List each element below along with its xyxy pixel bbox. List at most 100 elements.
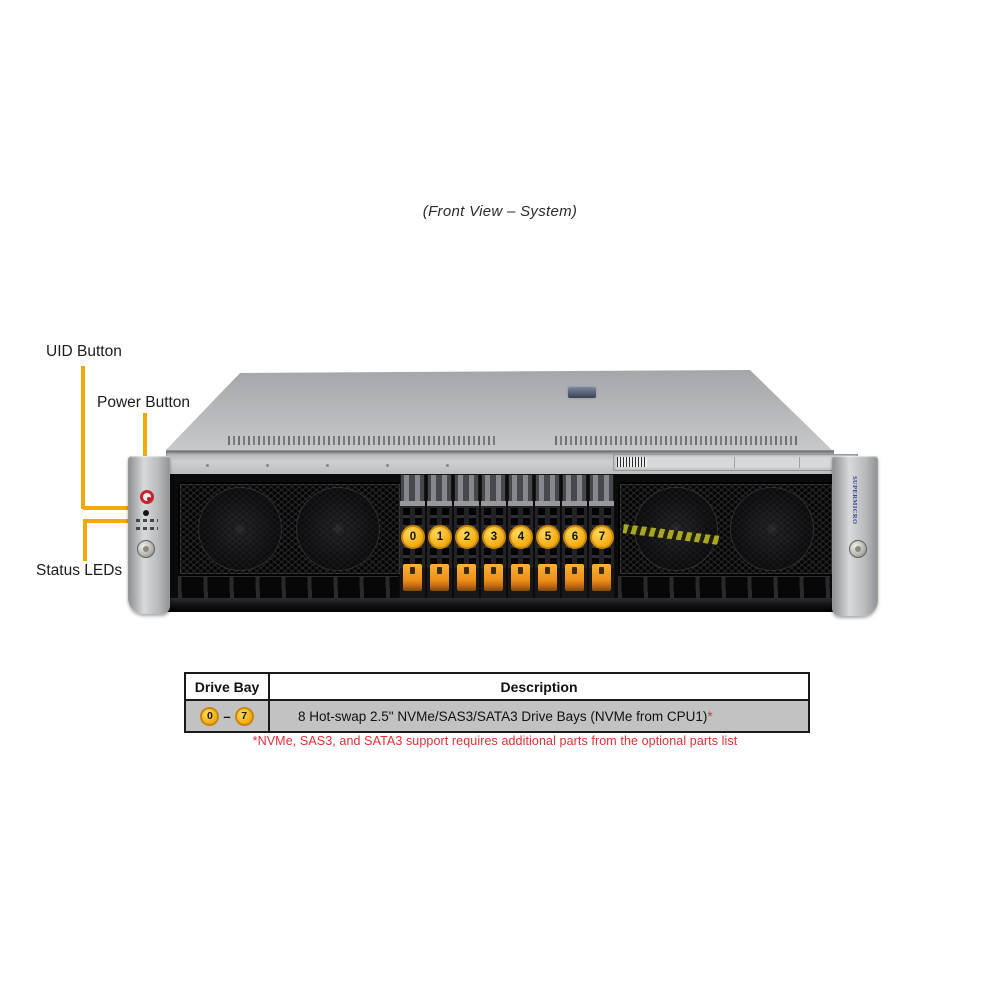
bezel-screw bbox=[446, 464, 449, 467]
bezel-screw bbox=[266, 464, 269, 467]
top-vent-row-right bbox=[555, 436, 800, 445]
drive-tray-latch bbox=[565, 564, 584, 591]
drive-tray-latch bbox=[511, 564, 530, 591]
bezel-screw bbox=[386, 464, 389, 467]
drive-tray: 7 bbox=[589, 474, 614, 600]
callout-line-status-vertical bbox=[83, 519, 87, 561]
drive-tray-handle bbox=[482, 475, 505, 501]
range-dash: – bbox=[223, 708, 231, 724]
front-bezel-band bbox=[166, 450, 858, 477]
drive-tray-handle bbox=[428, 475, 451, 501]
latch-keyhole bbox=[410, 567, 415, 574]
brand-name-vertical: SUPERMICRO bbox=[851, 476, 858, 525]
drive-tray-latch bbox=[484, 564, 503, 591]
power-button bbox=[140, 490, 154, 504]
fan-hub bbox=[231, 520, 249, 538]
drive-tray-latch bbox=[538, 564, 557, 591]
drive-tray: 3 bbox=[481, 474, 506, 600]
figure-title: (Front View – System) bbox=[422, 203, 578, 220]
top-vent-row-left bbox=[228, 436, 498, 445]
drive-tray-latch bbox=[592, 564, 611, 591]
callout-line-status-horizontal bbox=[84, 519, 138, 523]
drive-tray-release-bar bbox=[400, 501, 425, 506]
column-header-drive-bay: Drive Bay bbox=[186, 674, 270, 699]
uid-button-label: UID Button bbox=[46, 343, 122, 360]
drive-tray: 4 bbox=[508, 474, 533, 600]
drive-tray-release-bar bbox=[589, 501, 614, 506]
latch-keyhole bbox=[572, 567, 577, 574]
screw-center bbox=[143, 546, 149, 552]
brand-emblem bbox=[568, 387, 596, 398]
table-footnote: *NVMe, SAS3, and SATA3 support requires … bbox=[252, 734, 738, 748]
table-data-row: 0 – 7 8 Hot-swap 2.5" NVMe/SAS3/SATA3 Dr… bbox=[186, 699, 808, 731]
fan-impression bbox=[296, 487, 380, 571]
uid-button bbox=[143, 510, 149, 516]
drive-bay-number-badge: 3 bbox=[482, 525, 506, 549]
drive-bay-number-badge: 0 bbox=[401, 525, 425, 549]
latch-keyhole bbox=[464, 567, 469, 574]
drive-tray: 1 bbox=[427, 474, 452, 600]
fan-hub bbox=[329, 520, 347, 538]
drive-bay-number-badge: 6 bbox=[563, 525, 587, 549]
drive-bay-number-badge: 1 bbox=[428, 525, 452, 549]
fan-impression bbox=[730, 487, 814, 571]
callout-line-uid-vertical bbox=[81, 366, 85, 509]
drive-tray-release-bar bbox=[535, 501, 560, 506]
callout-line-uid-horizontal bbox=[83, 506, 140, 510]
drive-bay-number-badge: 4 bbox=[509, 525, 533, 549]
drive-bay-number-badge: 7 bbox=[590, 525, 614, 549]
status-leds bbox=[136, 519, 158, 531]
status-leds-label: Status LEDs bbox=[36, 562, 123, 579]
drive-tray-release-bar bbox=[454, 501, 479, 506]
drive-tray-handle bbox=[509, 475, 532, 501]
fan-grille-right bbox=[618, 482, 834, 576]
description-text: 8 Hot-swap 2.5" NVMe/SAS3/SATA3 Drive Ba… bbox=[298, 708, 708, 724]
label-divider bbox=[799, 457, 800, 468]
drive-tray-release-bar bbox=[481, 501, 506, 506]
label-divider bbox=[734, 457, 735, 468]
fan-hub bbox=[763, 520, 781, 538]
latch-keyhole bbox=[518, 567, 523, 574]
service-label-strip bbox=[613, 454, 858, 471]
chassis-bottom-rail bbox=[162, 598, 838, 612]
bay-range-cell: 0 – 7 bbox=[186, 701, 270, 731]
fan-impression bbox=[198, 487, 282, 571]
bezel-screw bbox=[206, 464, 209, 467]
callout-line-power-vertical bbox=[143, 413, 147, 489]
latch-keyhole bbox=[491, 567, 496, 574]
drive-tray-handle bbox=[563, 475, 586, 501]
footnote-asterisk: * bbox=[707, 708, 713, 724]
drive-tray-handle bbox=[590, 475, 613, 501]
rack-ear-left bbox=[128, 456, 170, 614]
bezel-screw bbox=[326, 464, 329, 467]
drive-tray-release-bar bbox=[427, 501, 452, 506]
thumbscrew-left bbox=[137, 540, 155, 558]
table-header-row: Drive Bay Description bbox=[186, 674, 808, 699]
drive-tray-handle bbox=[536, 475, 559, 501]
drive-tray: 2 bbox=[454, 474, 479, 600]
bottom-vent-strip-left bbox=[178, 576, 398, 599]
power-button-dot bbox=[146, 496, 151, 501]
drive-bay-table: Drive Bay Description 0 – 7 8 Hot-swap 2… bbox=[184, 672, 810, 733]
bottom-vent-strip-right bbox=[618, 576, 830, 599]
thumbscrew-right bbox=[849, 540, 867, 558]
screw-center bbox=[855, 546, 861, 552]
latch-keyhole bbox=[437, 567, 442, 574]
drive-tray-handle bbox=[455, 475, 478, 501]
drive-tray-release-bar bbox=[508, 501, 533, 506]
rack-ear-right: SUPERMICRO bbox=[832, 456, 878, 616]
drive-tray-latch bbox=[457, 564, 476, 591]
drive-tray-handle bbox=[401, 475, 424, 501]
drive-tray: 5 bbox=[535, 474, 560, 600]
drive-tray: 6 bbox=[562, 474, 587, 600]
drive-tray-latch bbox=[430, 564, 449, 591]
drive-bay-number-badge: 5 bbox=[536, 525, 560, 549]
latch-keyhole bbox=[599, 567, 604, 574]
drive-tray: 0 bbox=[400, 474, 425, 600]
fan-grille-left bbox=[178, 482, 402, 576]
drive-tray-release-bar bbox=[562, 501, 587, 506]
column-header-description: Description bbox=[500, 678, 578, 695]
